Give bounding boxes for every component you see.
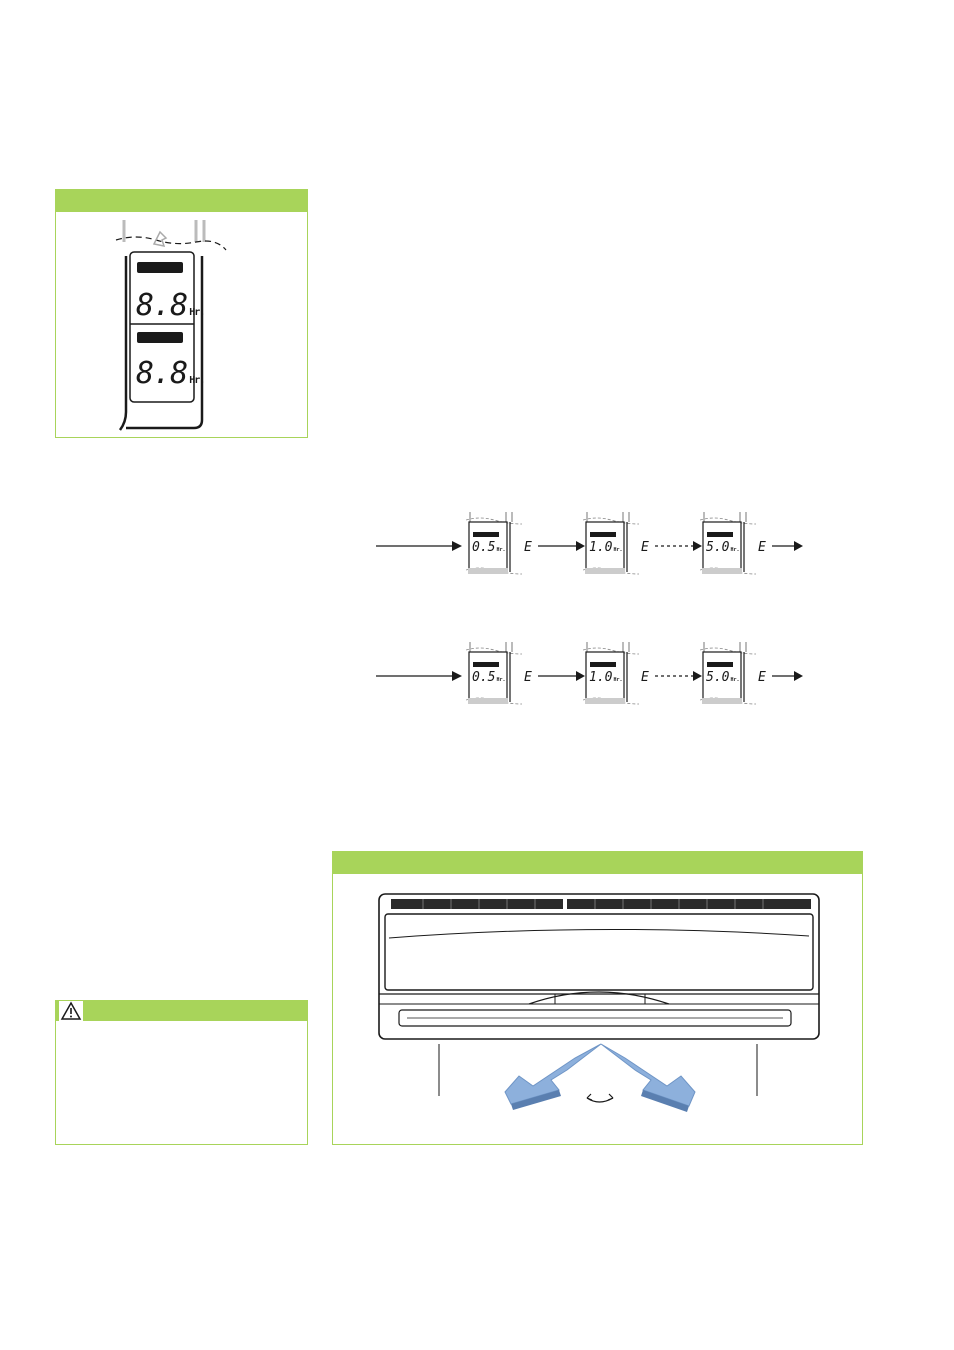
sequence-row: 0.5Hr. E 1.0Hr. E 5.0Hr. E (0, 510, 954, 576)
airflow-left-arrow (504, 1043, 602, 1105)
sequence-dashed-arrow (655, 541, 702, 551)
airflow-right-arrow (600, 1043, 696, 1107)
sequence-step-marker: E (524, 540, 532, 555)
sequence-step-unit: Hr. (730, 547, 740, 553)
timer-unit-bottom: Hr. (189, 375, 205, 386)
sequence-step-display: 0.5Hr. (466, 640, 524, 706)
mini-remote-display (700, 512, 757, 575)
sequence-step-display: 5.0Hr. (700, 640, 758, 706)
sequence-step-value: 5.0Hr. (706, 670, 740, 685)
sequence-arrow (538, 541, 585, 551)
sequence-step-unit: Hr. (496, 677, 506, 683)
sequence-step-unit: Hr. (730, 677, 740, 683)
signal-bell-icon (152, 230, 168, 247)
sequence-step-marker: E (758, 670, 766, 685)
sequence-arrow (538, 671, 585, 681)
sequence-start-arrow (376, 671, 462, 681)
sequence-step-value: 5.0Hr. (706, 540, 740, 555)
warning-triangle-icon (59, 1001, 83, 1023)
mini-remote-display (466, 512, 523, 575)
swing-panel-header-bar (333, 852, 862, 874)
remote-display-illustration (115, 220, 227, 431)
sequence-step-value: 1.0Hr. (589, 670, 623, 685)
warning-box (55, 1000, 308, 1145)
sequence-step-value: 0.5Hr. (472, 670, 506, 685)
sequence-step-unit: Hr. (613, 677, 623, 683)
sequence-step-unit: Hr. (496, 547, 506, 553)
sequence-dashed-arrow (655, 671, 702, 681)
sequence-step-marker: E (524, 670, 532, 685)
sequence-arrow (772, 541, 803, 551)
sequence-step-marker: E (641, 670, 649, 685)
sequence-step-value: 0.5Hr. (472, 540, 506, 555)
warning-header-bar (56, 1001, 307, 1023)
sequence-step-display: 1.0Hr. (583, 640, 641, 706)
timer-panel-header-bar (56, 190, 307, 212)
sequence-step-marker: E (641, 540, 649, 555)
sequence-step-display: 1.0Hr. (583, 510, 641, 576)
mini-remote-display (466, 642, 523, 705)
sequence-row: 0.5Hr. E 1.0Hr. E 5.0Hr. E (0, 640, 954, 706)
sequence-arrow (772, 671, 803, 681)
sequence-step-display: 5.0Hr. (700, 510, 758, 576)
air-swing-panel (332, 851, 863, 1145)
mini-remote-display (583, 642, 640, 705)
mini-remote-display (700, 642, 757, 705)
air-conditioner-illustration (378, 893, 820, 1112)
sequence-step-marker: E (758, 540, 766, 555)
sequence-start-arrow (376, 541, 462, 551)
sequence-step-value: 1.0Hr. (589, 540, 623, 555)
mini-remote-display (583, 512, 640, 575)
sequence-step-unit: Hr. (613, 547, 623, 553)
sequence-step-display: 0.5Hr. (466, 510, 524, 576)
timer-unit-top: Hr. (189, 307, 205, 318)
